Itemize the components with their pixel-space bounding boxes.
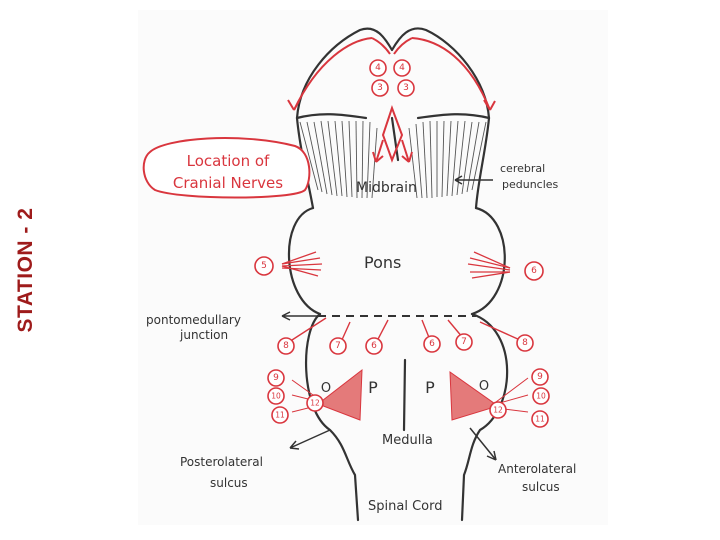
pontomedullary-label-2: junction	[179, 328, 228, 342]
pontomedullary-arrow	[281, 311, 318, 321]
nerve-4-left-circle	[369, 59, 387, 77]
pyramid-left-label: P	[368, 378, 378, 397]
midbrain-outline	[295, 27, 491, 120]
nerve-4-right-circle	[393, 59, 411, 77]
posterolateral-label-2: sulcus	[210, 476, 248, 490]
nerve-6-a: 6	[371, 341, 377, 351]
nerve-9-left: 9	[273, 373, 279, 383]
nerve-3-left: 3	[377, 83, 383, 93]
nerve-9-right-circle	[531, 368, 549, 386]
pons-label: Pons	[364, 253, 401, 272]
nerve-6-right-roots	[467, 251, 511, 279]
olive-right-label: O	[479, 379, 489, 394]
nerve-12-right: 12	[493, 406, 503, 415]
nerve-10-right-circle	[532, 387, 550, 405]
nerve-11-right: 11	[535, 415, 545, 424]
nerve-8-right-circle	[516, 334, 534, 352]
nerve-9-12-left-roots	[291, 368, 363, 421]
nerve-3-right-circle	[397, 79, 415, 97]
midbrain-label: Midbrain	[356, 180, 417, 196]
nerve-6-b: 6	[429, 339, 435, 349]
nerve-10-right: 10	[536, 392, 546, 401]
nerve-8-left: 8	[283, 341, 289, 351]
nerve-3-left-circle	[371, 79, 389, 97]
anterolateral-label-2: sulcus	[522, 480, 560, 494]
nerve-7-b-circle	[455, 333, 473, 351]
nerve-8-right: 8	[522, 338, 528, 348]
posterolateral-arrow	[289, 429, 331, 450]
medulla-label: Medulla	[382, 433, 433, 448]
pontomedullary-label-1: pontomedullary	[146, 313, 241, 327]
nerve-12-left-circle	[306, 394, 324, 412]
cerebral-peduncles-label-2: peduncles	[502, 178, 559, 191]
nerve-4-left: 4	[375, 63, 381, 73]
title-line-2: Cranial Nerves	[173, 174, 283, 192]
nerve-10-left: 10	[271, 392, 281, 401]
nerve-5-left-circle	[254, 256, 274, 276]
nerve-5-left: 5	[261, 261, 267, 271]
pyramid-right-label: P	[425, 378, 435, 397]
nerve-9-left-circle	[267, 369, 285, 387]
nerve-11-right-circle	[531, 410, 549, 428]
nerve-4-right: 4	[399, 63, 405, 73]
nerve-7-a-circle	[329, 337, 347, 355]
nerve-12-left: 12	[310, 399, 320, 408]
olive-left-label: O	[321, 381, 331, 396]
spinal-cord-label: Spinal Cord	[368, 499, 442, 514]
nerve-7-a: 7	[335, 341, 341, 351]
nerve-6-right-circle	[524, 261, 544, 281]
anterolateral-label-1: Anterolateral	[498, 462, 576, 476]
anterolateral-arrow	[469, 427, 497, 461]
title-line-1: Location of	[187, 152, 270, 170]
nerve-3-4-arrows	[287, 37, 496, 163]
nerve-7-b: 7	[461, 337, 467, 347]
cerebral-peduncles-label-1: cerebral	[500, 162, 545, 175]
nerve-10-left-circle	[267, 387, 285, 405]
nerve-11-left: 11	[275, 411, 285, 420]
nerve-11-left-circle	[271, 406, 289, 424]
nerve-6-a-circle	[365, 337, 383, 355]
nerve-12-right-circle	[489, 401, 507, 419]
medulla-outline	[305, 312, 360, 522]
nerve-9-right: 9	[537, 372, 543, 382]
nerve-5-roots	[281, 251, 323, 277]
nerve-3-right: 3	[403, 83, 409, 93]
posterolateral-label-1: Posterolateral	[180, 455, 263, 469]
cerebral-peduncles-arrow	[454, 175, 493, 185]
nerve-6-b-circle	[423, 335, 441, 353]
pons-outline	[287, 206, 322, 316]
title-bubble	[142, 137, 311, 199]
nerve-circles	[254, 59, 550, 428]
nerve-8-left-circle	[277, 337, 295, 355]
nerve-6-right: 6	[531, 266, 537, 276]
brainstem-outline	[287, 27, 509, 522]
